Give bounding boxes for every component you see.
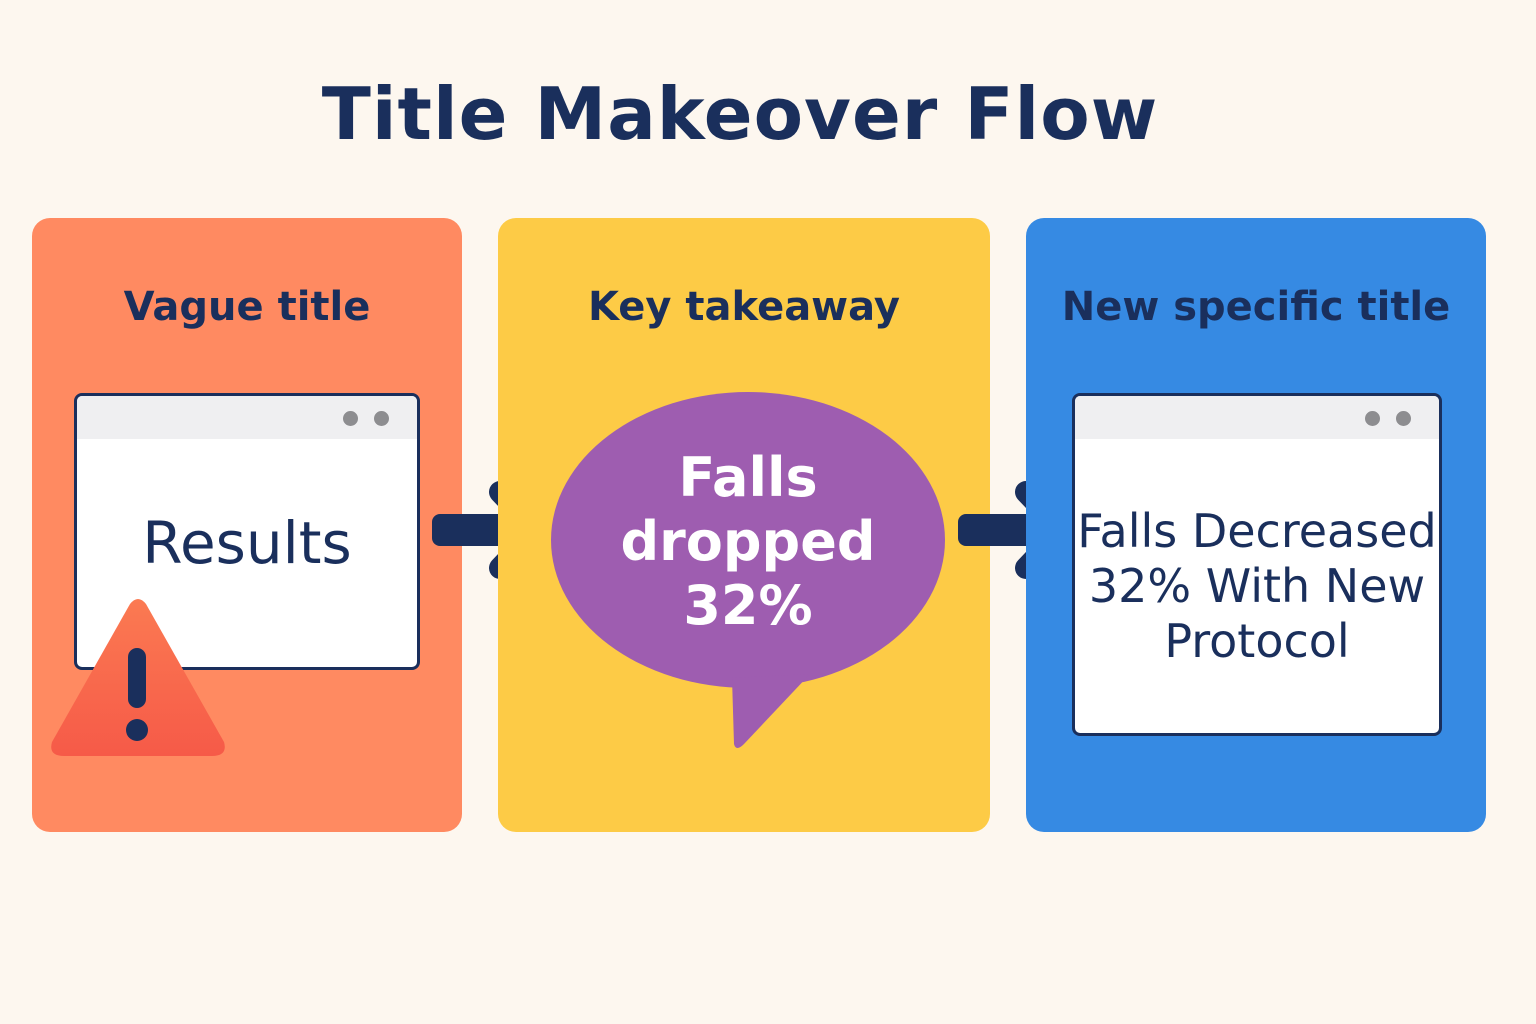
panel-specific-title: New specific title Falls Decreased 32% W… [1026, 218, 1486, 832]
window-dot-icon [343, 411, 358, 426]
panel-heading-specific: New specific title [1061, 284, 1451, 330]
browser-window-vague: Results [74, 393, 420, 670]
warning-triangle-icon [51, 599, 225, 756]
window-dot-icon [1365, 411, 1380, 426]
bubble-text: Falls dropped 32% [620, 446, 876, 637]
browser-window-specific: Falls Decreased 32% With New Protocol [1072, 393, 1442, 736]
window-title-bar [1075, 396, 1439, 439]
window-dot-icon [1396, 411, 1411, 426]
window-text-specific: Falls Decreased 32% With New Protocol [1077, 503, 1437, 668]
page-title: Title Makeover Flow [321, 72, 1159, 156]
window-text-vague: Results [142, 509, 352, 577]
speech-bubble [551, 392, 945, 748]
window-title-bar [77, 396, 417, 439]
window-dot-icon [374, 411, 389, 426]
panel-heading-vague: Vague title [123, 284, 371, 330]
panel-heading-takeaway: Key takeaway [588, 284, 900, 330]
